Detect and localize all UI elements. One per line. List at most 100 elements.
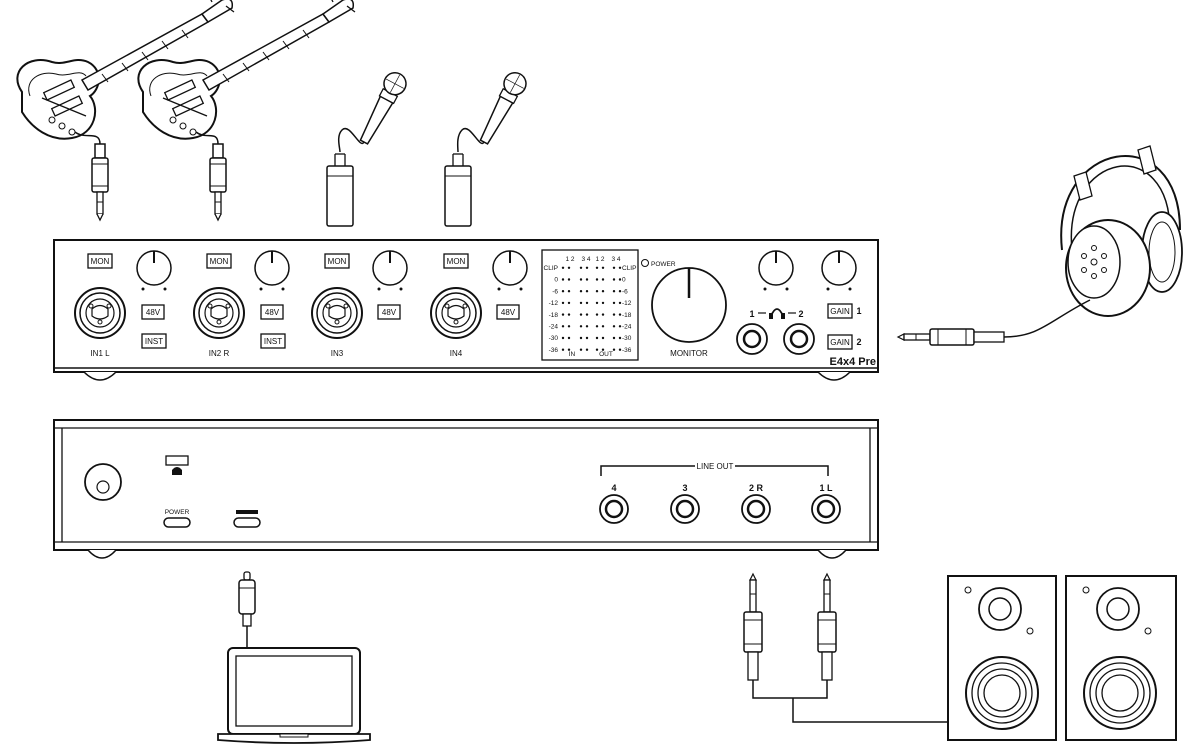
mon-label-3: MON <box>328 257 347 266</box>
usb-c-power-port[interactable] <box>163 517 191 528</box>
meter-led <box>567 348 571 351</box>
meter-led <box>595 336 599 340</box>
meter-led <box>595 313 599 316</box>
meter-led <box>567 266 571 269</box>
gain-1-number: 1 <box>856 306 861 316</box>
meter-in-label: IN <box>569 351 576 358</box>
meter-scale-left-label: 0 <box>554 277 558 284</box>
meter-led <box>561 325 565 328</box>
line-out-label-4: 4 <box>611 483 616 493</box>
phantom-48v-button-4[interactable] <box>496 304 520 320</box>
line-out-jack-3[interactable] <box>670 494 700 524</box>
mon-button-4[interactable] <box>443 253 469 269</box>
meter-led <box>585 325 589 328</box>
meter-led <box>601 266 605 269</box>
power-led-icon <box>641 259 649 267</box>
meter-led <box>595 301 599 305</box>
line-out-plug-right <box>817 572 837 681</box>
laptop-illustration <box>217 647 371 744</box>
model-name: E4x4 Pre <box>830 356 876 368</box>
phantom-48v-button-2[interactable] <box>260 304 284 320</box>
usb-c-cable-plug <box>238 571 256 648</box>
mon-button-1[interactable] <box>87 253 113 269</box>
meter-led <box>567 325 571 328</box>
meter-led <box>601 336 605 340</box>
microphone-2-cable <box>456 127 485 153</box>
meter-scale-left-label: -12 <box>549 300 559 307</box>
headphone-1-label: 1 <box>749 309 754 319</box>
meter-led <box>585 290 589 293</box>
meter-led <box>567 301 571 305</box>
input-label-3: IN3 <box>331 349 344 358</box>
quarter-inch-plug-1 <box>91 143 109 221</box>
xlr-combo-input-4[interactable] <box>430 287 482 339</box>
xlr-combo-input-3[interactable] <box>311 287 363 339</box>
microphone-1-illustration <box>353 68 411 148</box>
monitor-knob[interactable] <box>651 267 727 343</box>
meter-led <box>601 301 605 305</box>
phantom-48v-button-3[interactable] <box>377 304 401 320</box>
power-switch[interactable] <box>84 463 122 501</box>
meter-led <box>601 278 605 281</box>
line-out-jack-4[interactable] <box>599 494 629 524</box>
meter-led <box>561 266 565 269</box>
headphone-jack-1[interactable] <box>736 323 768 355</box>
front-foot-right <box>817 371 851 381</box>
gain-2-number: 2 <box>856 337 861 347</box>
meter-led <box>618 301 622 305</box>
meter-scale-right-label: -24 <box>622 324 632 331</box>
meter-led <box>579 336 583 340</box>
rear-foot-left <box>87 549 117 559</box>
xlr-plug-2 <box>444 153 472 227</box>
meter-led <box>601 290 605 293</box>
mon-button-2[interactable] <box>206 253 232 269</box>
meter-led <box>561 348 565 351</box>
guitar-2-cable <box>195 131 219 145</box>
inst-button-2[interactable] <box>260 333 286 349</box>
power-port-label: POWER <box>165 509 190 516</box>
meter-led <box>585 336 589 340</box>
meter-scale-left-label: -18 <box>549 312 559 319</box>
headphones-icon <box>769 308 785 319</box>
meter-led <box>579 313 583 316</box>
line-out-jack-2r[interactable] <box>741 494 771 524</box>
meter-led <box>612 266 616 269</box>
meter-led <box>595 325 599 328</box>
headphone-plug <box>896 328 1005 346</box>
line-out-label-1l: 1 L <box>819 483 833 493</box>
phantom-label-1: 48V <box>146 308 161 317</box>
interface-front-panel: MON 48V INST IN1 L MON 48V INST IN2 R MO… <box>53 239 879 381</box>
quarter-inch-plug-2 <box>209 143 227 221</box>
usb-c-data-port[interactable] <box>233 517 261 528</box>
line-out-jack-1l[interactable] <box>811 494 841 524</box>
meter-led-grid <box>561 266 622 351</box>
meter-scale-right-label: -36 <box>622 347 632 354</box>
meter-led <box>595 348 599 351</box>
xlr-combo-input-1[interactable] <box>74 287 126 339</box>
line-out-label-3: 3 <box>682 483 687 493</box>
mon-button-3[interactable] <box>324 253 350 269</box>
lock-icon <box>165 455 189 475</box>
meter-led <box>585 278 589 281</box>
headphone-cable <box>1003 299 1091 338</box>
meter-scale-left-label: -24 <box>549 324 559 331</box>
gain-2-button[interactable] <box>827 334 853 350</box>
headphone-jack-2[interactable] <box>783 323 815 355</box>
phantom-label-4: 48V <box>501 308 516 317</box>
meter-in-channels-b: 3 4 <box>581 256 590 263</box>
meter-led <box>585 313 589 316</box>
xlr-combo-input-2[interactable] <box>193 287 245 339</box>
meter-led <box>612 278 616 281</box>
line-out-plug-left <box>743 572 763 681</box>
meter-out-label: OUT <box>599 351 613 358</box>
headphone-2-label: 2 <box>798 309 803 319</box>
phantom-48v-button-1[interactable] <box>141 304 165 320</box>
gain-1-button[interactable] <box>827 303 853 319</box>
line-out-title: LINE OUT <box>697 462 734 471</box>
monitor-label: MONITOR <box>670 349 708 358</box>
meter-out-channels-a: 1 2 <box>595 256 604 263</box>
inst-button-1[interactable] <box>141 333 167 349</box>
